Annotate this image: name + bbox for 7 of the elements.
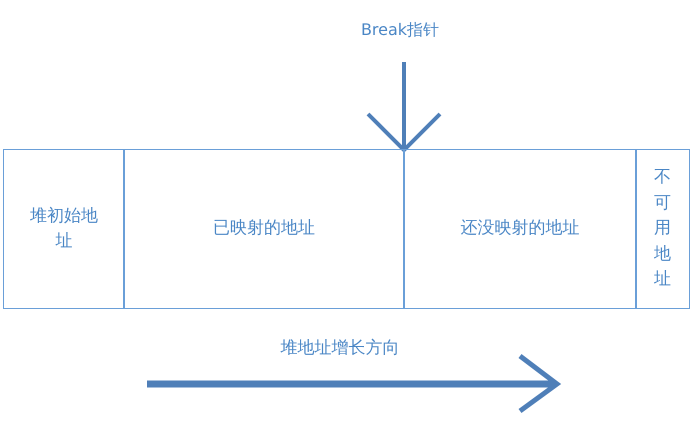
address-segment-box: 已映射的地址 — [123, 149, 405, 309]
direction-label: 堆地址增长方向 — [280, 337, 400, 359]
address-segment-box: 不可用地址 — [635, 149, 690, 309]
address-segment-box: 还没映射的地址 — [403, 149, 637, 309]
pointer-label: Break指针 — [340, 20, 460, 62]
address-segment-box: 堆初始地址 — [3, 149, 125, 309]
pointer-arrow — [366, 62, 442, 152]
